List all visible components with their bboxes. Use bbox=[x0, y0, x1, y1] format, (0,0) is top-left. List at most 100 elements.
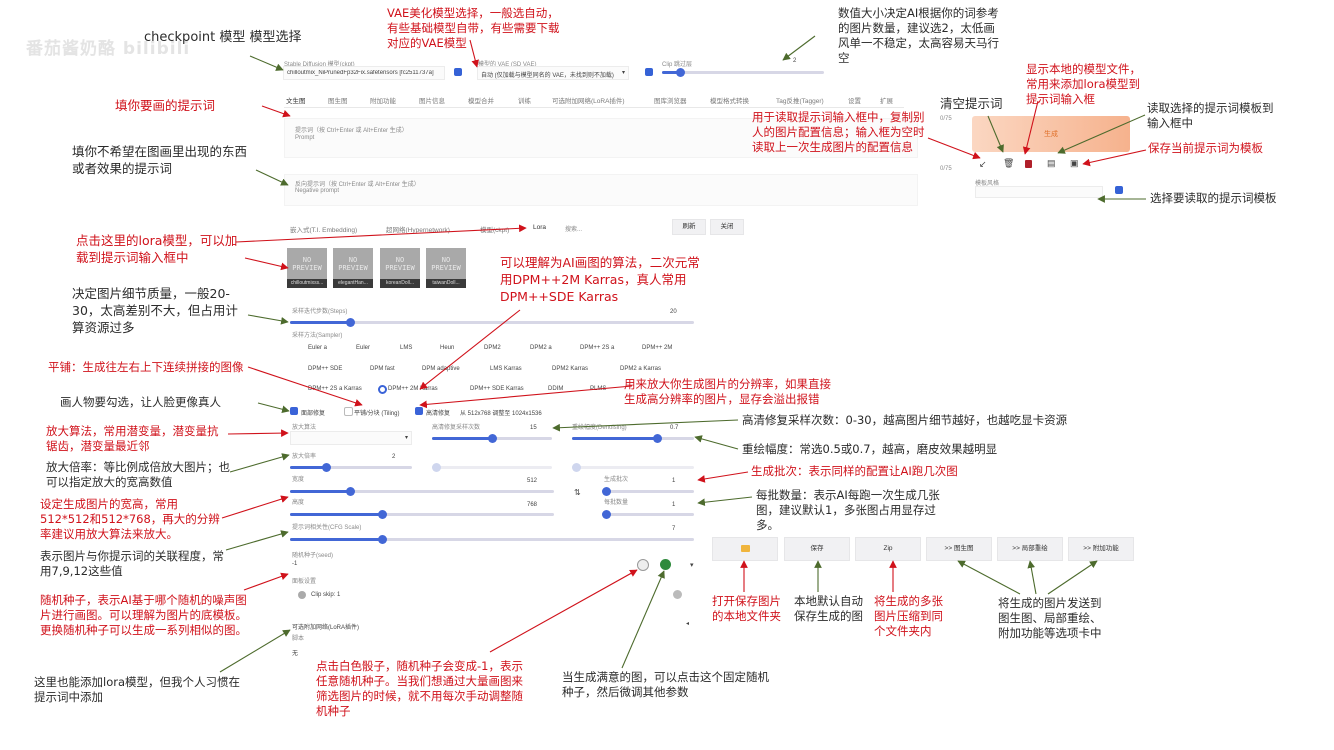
seed-extra-toggle[interactable]: ▾ bbox=[690, 562, 694, 569]
batch-count-slider[interactable] bbox=[602, 487, 694, 496]
sampler-option[interactable]: Euler bbox=[356, 345, 371, 351]
tab-settings[interactable]: 设置 bbox=[848, 98, 861, 105]
batch-size-slider[interactable] bbox=[602, 510, 694, 519]
style-refresh-button[interactable] bbox=[1115, 186, 1123, 194]
open-folder-button[interactable] bbox=[712, 537, 778, 561]
trash-icon[interactable]: 🗑 bbox=[1003, 158, 1015, 168]
send-to-inpaint-button[interactable]: >> 局部重绘 bbox=[997, 537, 1063, 561]
clip-slider[interactable] bbox=[662, 68, 824, 77]
denoise-slider[interactable] bbox=[572, 434, 694, 443]
tab-merge[interactable]: 模型合并 bbox=[468, 98, 494, 105]
arrow-send-3 bbox=[1047, 560, 1098, 595]
prompt-placeholder: Prompt bbox=[295, 135, 315, 141]
sampler-option-selected[interactable]: DPM++ 2M Karras bbox=[388, 386, 438, 392]
script-select[interactable]: 无 bbox=[292, 651, 299, 657]
sampler-option[interactable]: DPM++ SDE Karras bbox=[470, 386, 524, 392]
note-negative: 填你不希望在图画里出现的东西或者效果的提示词 bbox=[72, 144, 248, 176]
cfg-label: 提示词相关性(CFG Scale) bbox=[292, 525, 362, 531]
sampler-option[interactable]: DPM adaptive bbox=[422, 366, 460, 372]
tab-txt2img[interactable]: 文生图 bbox=[286, 98, 306, 105]
sampler-option[interactable]: LMS Karras bbox=[490, 366, 522, 372]
sampler-option[interactable]: DPM2 bbox=[484, 345, 501, 351]
tab-extras[interactable]: 附加功能 bbox=[370, 98, 396, 105]
tab-train[interactable]: 训练 bbox=[518, 98, 531, 105]
show-networks-icon[interactable] bbox=[1025, 160, 1032, 168]
apply-style-icon[interactable]: ▤ bbox=[1047, 158, 1056, 168]
sampler-option[interactable]: Euler a bbox=[308, 345, 328, 351]
sampler-option[interactable]: DPM++ 2M bbox=[642, 345, 673, 351]
tab-png-info[interactable]: 图片信息 bbox=[419, 98, 445, 105]
tab-gallery[interactable]: 图库浏览器 bbox=[654, 98, 687, 105]
no-preview-text: NO PREVIEW bbox=[292, 256, 322, 272]
save-style-icon[interactable]: ▣ bbox=[1070, 158, 1079, 168]
sampler-selected-radio[interactable] bbox=[378, 385, 387, 394]
height-slider[interactable] bbox=[290, 510, 554, 519]
checkpoint-select[interactable]: chilloutmix_NiPrunedFp32Fix.safetensors … bbox=[283, 66, 445, 80]
sampler-option[interactable]: DPM++ SDE bbox=[308, 366, 343, 372]
lora-card[interactable]: NO PREVIEW chilloutmixss... bbox=[287, 248, 327, 288]
cfg-slider[interactable] bbox=[290, 535, 694, 544]
checkpoint-refresh-button[interactable] bbox=[454, 68, 462, 76]
close-icon[interactable] bbox=[298, 591, 306, 599]
sampler-option[interactable]: DPM2 a bbox=[530, 345, 552, 351]
seed-input[interactable]: -1 bbox=[292, 561, 298, 567]
dice-icon[interactable] bbox=[637, 559, 649, 571]
swap-dimensions-icon[interactable]: ⇅ bbox=[574, 488, 581, 497]
sampler-option[interactable]: PLMS bbox=[590, 386, 607, 392]
tab-addnet[interactable]: 可选附加网络(LoRA插件) bbox=[552, 98, 625, 105]
hires-steps-value: 15 bbox=[530, 425, 537, 431]
send-to-extras-button[interactable]: >> 附加功能 bbox=[1068, 537, 1134, 561]
upscaler-select[interactable]: ▾ bbox=[290, 431, 412, 445]
resize-height-slider[interactable] bbox=[572, 463, 694, 472]
close-button[interactable]: 关闭 bbox=[710, 219, 744, 235]
steps-slider[interactable] bbox=[290, 318, 694, 327]
resize-width-slider[interactable] bbox=[432, 463, 552, 472]
upscale-by-slider[interactable] bbox=[290, 463, 412, 472]
save-button[interactable]: 保存 bbox=[784, 537, 850, 561]
sampler-option[interactable]: DPM++ 2S a bbox=[580, 345, 615, 351]
sampler-option[interactable]: DPM2 a Karras bbox=[620, 366, 662, 372]
arrow-size bbox=[221, 495, 289, 519]
tab-hypernetwork[interactable]: 超网络(Hypernetwork) bbox=[386, 227, 450, 234]
negative-prompt-input[interactable]: 反向提示词（按 Ctrl+Enter 或 Alt+Enter 生成） Negat… bbox=[284, 174, 918, 206]
hires-fix-checkbox[interactable] bbox=[415, 407, 423, 415]
tab-extensions[interactable]: 扩展 bbox=[880, 98, 893, 105]
collapse-icon[interactable]: ◂ bbox=[686, 621, 690, 627]
vae-select[interactable]: 自动 (仅加载与模型同名的 VAE，未找到则不加载) ▾ bbox=[477, 66, 629, 80]
arrow-face bbox=[257, 402, 290, 413]
lora-card[interactable]: NO PREVIEW koreanDoll... bbox=[380, 248, 420, 288]
tab-embedding[interactable]: 嵌入式(T.I. Embedding) bbox=[290, 227, 358, 234]
restore-faces-checkbox[interactable] bbox=[290, 407, 298, 415]
read-info-icon[interactable]: ↙ bbox=[979, 159, 987, 169]
arrow-upscale-by bbox=[229, 453, 290, 473]
sampler-option[interactable]: Heun bbox=[440, 345, 455, 351]
lora-card[interactable]: NO PREVIEW elegantHan... bbox=[333, 248, 373, 288]
style-select[interactable] bbox=[975, 186, 1103, 198]
send-to-img2img-button[interactable]: >> 图生图 bbox=[926, 537, 992, 561]
prompt-input[interactable]: 提示词（按 Ctrl+Enter 或 Alt+Enter 生成） Prompt bbox=[284, 118, 918, 158]
refresh-button[interactable]: 刷新 bbox=[672, 219, 706, 235]
tiling-checkbox[interactable] bbox=[344, 407, 353, 416]
recycle-icon[interactable] bbox=[660, 559, 671, 570]
clip-skip-chip[interactable]: Clip skip: 1 bbox=[292, 589, 352, 601]
tab-tagger[interactable]: Tag反推(Tagger) bbox=[776, 98, 824, 105]
lora-card[interactable]: NO PREVIEW taiwanDoll... bbox=[426, 248, 466, 288]
hires-fix-label: 高清修复 bbox=[426, 411, 451, 417]
sampler-option[interactable]: LMS bbox=[400, 345, 413, 351]
tab-img2img[interactable]: 图生图 bbox=[328, 98, 348, 105]
generate-button[interactable]: 生成 bbox=[972, 116, 1130, 152]
sampler-option[interactable]: DPM2 Karras bbox=[552, 366, 589, 372]
output-settings-icon[interactable] bbox=[673, 590, 682, 599]
sampler-option[interactable]: DPM fast bbox=[370, 366, 395, 372]
tab-checkpoints[interactable]: 模型(ckpt) bbox=[480, 227, 510, 234]
tiling-label: 平铺/分块 (Tiling) bbox=[354, 411, 400, 417]
zip-button[interactable]: Zip bbox=[855, 537, 921, 561]
width-slider[interactable] bbox=[290, 487, 554, 496]
hires-steps-slider[interactable] bbox=[432, 434, 552, 443]
network-search-input[interactable]: 搜索... bbox=[565, 227, 583, 233]
sampler-option[interactable]: DDIM bbox=[548, 386, 564, 392]
tab-convert[interactable]: 模型格式转换 bbox=[710, 98, 749, 105]
tab-lora[interactable]: Lora bbox=[533, 224, 547, 231]
sampler-option[interactable]: DPM++ 2S a Karras bbox=[308, 386, 362, 392]
vae-refresh-button[interactable] bbox=[645, 68, 653, 76]
